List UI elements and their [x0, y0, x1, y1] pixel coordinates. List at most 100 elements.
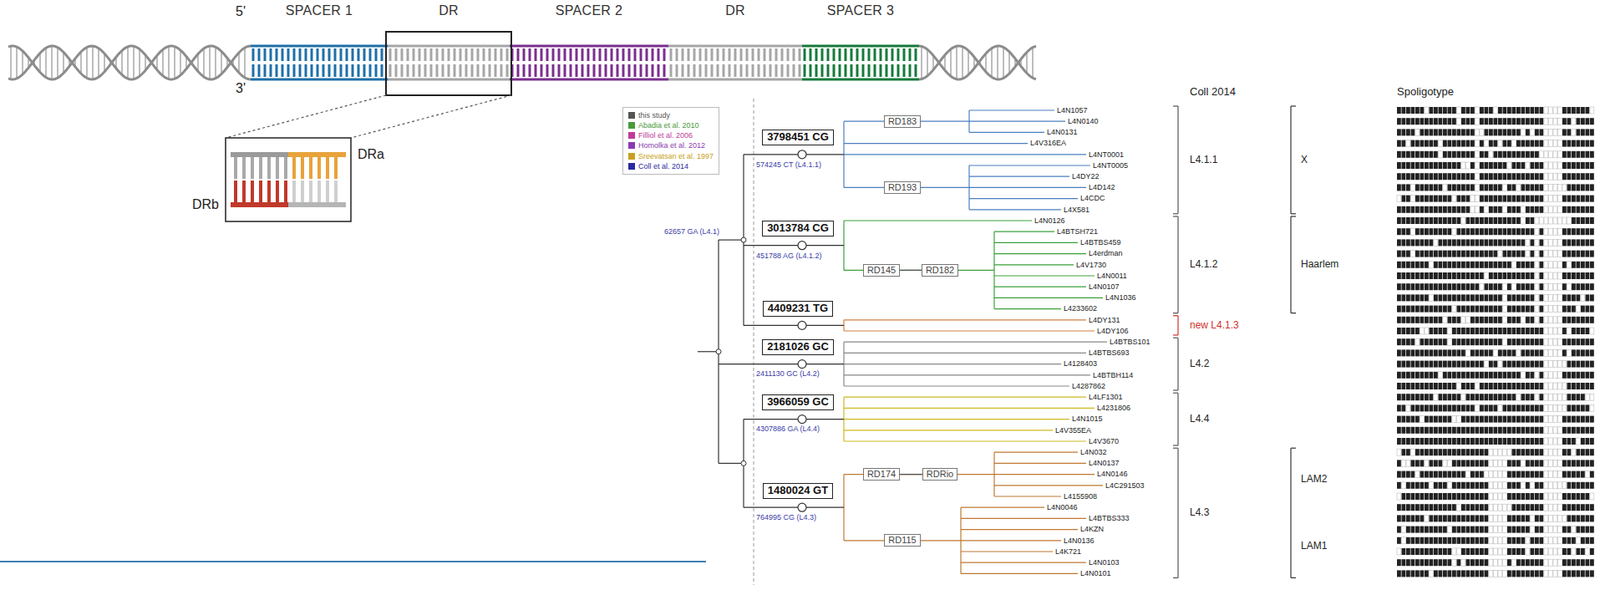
base-pair — [322, 64, 326, 77]
spacer-square — [1530, 151, 1535, 158]
spacer-square — [1433, 492, 1438, 500]
spacer-square — [1484, 437, 1489, 445]
spacer-square — [1429, 448, 1434, 456]
base-pair — [640, 48, 643, 61]
spacer-square — [1461, 448, 1466, 456]
spacer-square — [1549, 272, 1554, 280]
spacer-square — [1544, 349, 1549, 356]
spacer-square — [1585, 437, 1590, 445]
spacer-square — [1534, 283, 1540, 290]
base-pair — [569, 64, 573, 77]
spacer-square — [1571, 338, 1576, 346]
spacer-square — [1401, 283, 1407, 290]
spacer-square — [1530, 416, 1535, 423]
spacer-square — [1530, 228, 1535, 235]
spacer-square — [1549, 195, 1554, 203]
spacer-square — [1580, 250, 1585, 258]
base-pair — [412, 64, 416, 77]
spacer-square — [1438, 360, 1443, 368]
spacer-square — [1442, 272, 1448, 280]
spacer-square — [1424, 261, 1429, 269]
base-pair — [990, 48, 993, 78]
base-pair — [657, 48, 661, 61]
branch-line — [843, 352, 1087, 354]
spacer-square — [1442, 437, 1448, 445]
spacer-square — [1475, 371, 1480, 379]
spacer-square — [1580, 393, 1585, 401]
spacer-square — [1585, 459, 1590, 467]
base-pair — [838, 48, 842, 61]
spacer-square — [1544, 316, 1549, 324]
base-pair — [722, 64, 726, 77]
branch-line — [994, 484, 1103, 486]
spacer-square — [1521, 172, 1526, 180]
base-pair — [325, 180, 330, 204]
spacer-square — [1406, 437, 1411, 445]
spacer-square — [1488, 261, 1494, 269]
bracket — [1173, 389, 1179, 391]
spacer-square — [1516, 448, 1521, 456]
spacer-square — [1562, 305, 1567, 313]
base-pair — [1026, 51, 1028, 73]
spacer-square — [1549, 305, 1554, 313]
branch-line — [843, 396, 1087, 398]
base-pair — [705, 48, 708, 61]
spacer-square — [1411, 195, 1416, 203]
spacer-square — [1562, 238, 1567, 246]
spacer-square — [1580, 128, 1585, 136]
spacer-square — [1442, 404, 1448, 412]
base-pair — [681, 48, 685, 61]
spacer-square — [1589, 360, 1595, 368]
spacer-square — [1447, 448, 1453, 456]
spacer-square — [1498, 272, 1503, 280]
spacer-square — [1562, 437, 1567, 445]
spacer-square — [1484, 206, 1489, 214]
spacer-square — [1396, 316, 1402, 324]
spacer-square — [1470, 228, 1475, 235]
spacer-square — [1512, 151, 1517, 158]
spacer-square — [1475, 117, 1480, 125]
spacer-square — [1571, 151, 1576, 158]
spacer-square — [1516, 471, 1521, 478]
spacer-square — [1401, 272, 1407, 280]
base-pair — [693, 48, 696, 61]
base-pair — [275, 48, 279, 61]
spacer-square — [1488, 360, 1494, 368]
spacer-square — [1512, 294, 1517, 301]
spacer-square — [1544, 492, 1549, 500]
spacer-square — [1411, 106, 1416, 114]
spacer-square — [1580, 238, 1585, 246]
spacer-square — [1558, 217, 1563, 224]
base-pair — [985, 53, 987, 72]
spacer-square — [1539, 117, 1545, 125]
spacer-square — [1411, 238, 1416, 246]
spacer-square — [1411, 360, 1416, 368]
spacer-square — [1411, 140, 1416, 148]
spacer-square — [1401, 459, 1407, 467]
spacer-square — [1452, 482, 1457, 489]
spacer-square — [1525, 404, 1530, 412]
spacer-square — [1461, 272, 1466, 280]
spacer-square — [1558, 482, 1563, 489]
spacer-square — [1562, 316, 1567, 324]
branch-line — [960, 507, 1045, 508]
spacer-square — [1484, 426, 1489, 434]
spacer-square — [1401, 183, 1407, 191]
spacer-square — [1401, 404, 1407, 412]
spacer-square — [1470, 482, 1475, 489]
spacer-square — [1544, 183, 1549, 191]
spacer-square — [1576, 151, 1581, 158]
spacer-square — [1558, 437, 1563, 445]
spacer-square — [1475, 172, 1480, 180]
branch-line — [969, 176, 1070, 178]
spacer-square — [1488, 416, 1494, 423]
spacer-square — [1447, 106, 1453, 114]
spacer-square — [1406, 217, 1411, 224]
spacer-square — [1558, 360, 1563, 368]
spacer-square — [1530, 195, 1535, 203]
spacer-square — [1429, 195, 1434, 203]
spacer-square — [1470, 360, 1475, 368]
spacer-square — [1466, 437, 1471, 445]
spacer-square — [1567, 250, 1572, 258]
base-pair — [746, 64, 749, 77]
